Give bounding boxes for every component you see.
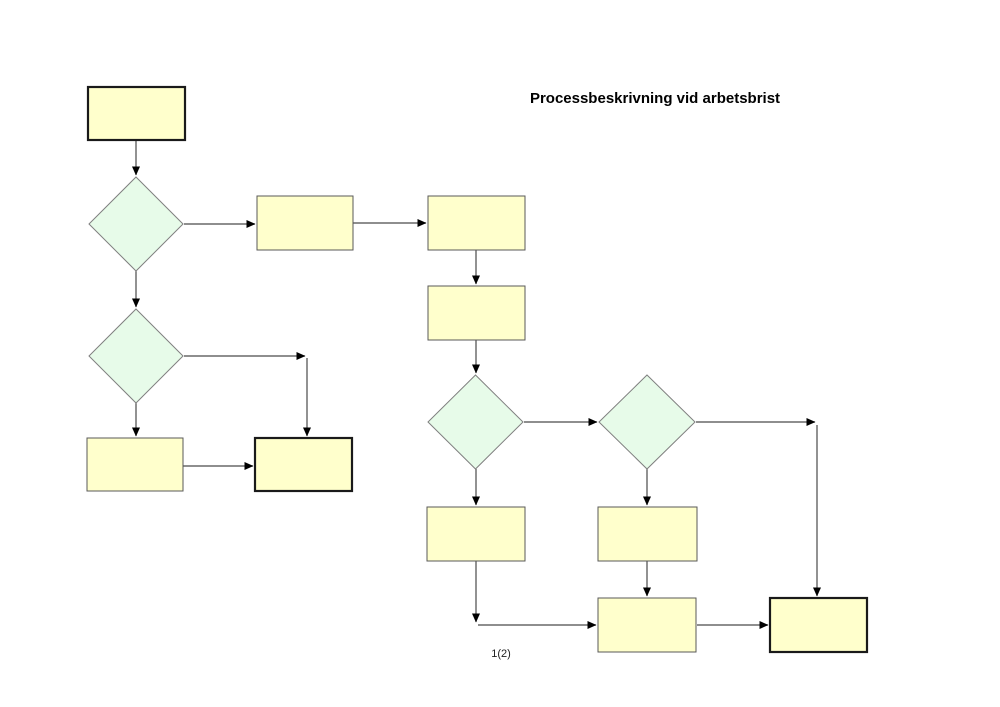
process-box-4 <box>427 285 526 341</box>
process-box-8 <box>597 506 698 562</box>
page-number: 1(2) <box>491 648 511 660</box>
decision-diamond-2 <box>88 308 184 404</box>
process-box-3 <box>427 195 526 251</box>
connectors-layer <box>132 140 821 629</box>
shapes-layer <box>86 85 869 654</box>
process-box-1 <box>86 85 187 142</box>
process-box-10 <box>768 596 869 654</box>
decision-diamond-4 <box>598 374 696 470</box>
process-box-5 <box>86 437 184 492</box>
decision-diamond-3 <box>427 374 524 470</box>
decision-diamond-1 <box>88 176 184 272</box>
process-box-9 <box>597 597 697 653</box>
process-box-7 <box>426 506 526 562</box>
process-box-6 <box>253 436 354 493</box>
process-box-2 <box>256 195 354 251</box>
page-title: Processbeskrivning vid arbetsbrist <box>529 90 781 107</box>
